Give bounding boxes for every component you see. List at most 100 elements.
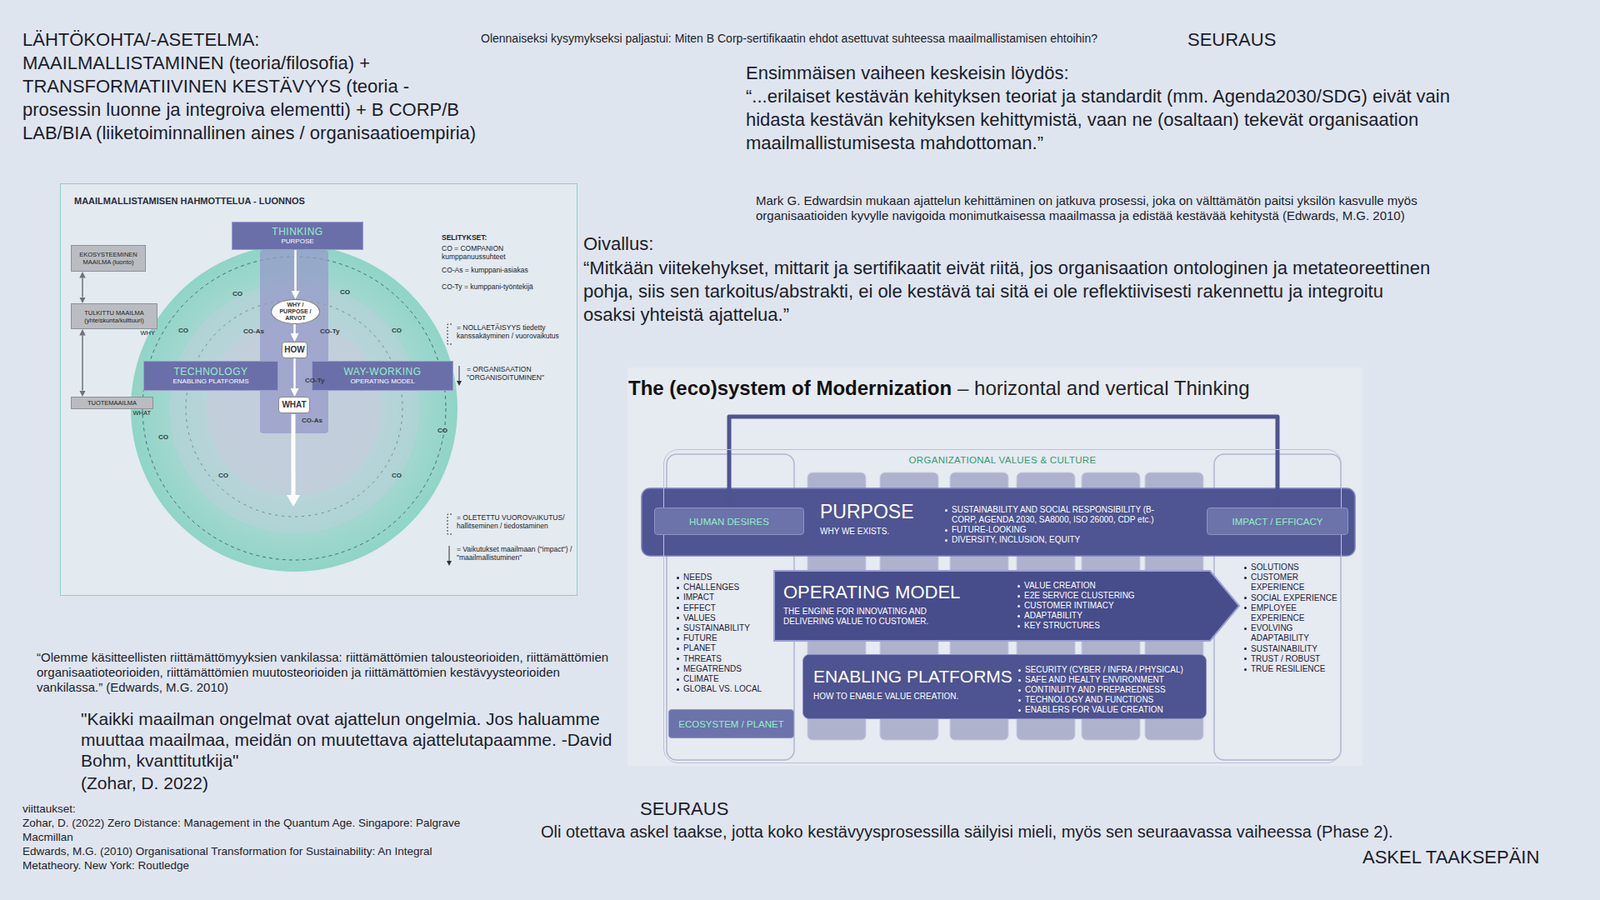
theme-title: TECHNOLOGY (173, 365, 248, 378)
bullet-list: NEEDSCHALLENGESIMPACTEFFECTVALUESSUSTAIN… (675, 572, 789, 695)
callout-code: CO (178, 326, 189, 335)
teal-label-box: ECOSYSTEM / PLANET (668, 709, 795, 739)
bullet-dot (676, 606, 680, 610)
arrow-sample-head (456, 380, 462, 386)
text-label: – horizontal and vertical Thinking (957, 376, 1250, 400)
legend-sample (445, 323, 454, 345)
callout-code: CO-Ty (305, 376, 325, 385)
bullet-text: VALUE CREATION (1024, 580, 1096, 590)
region-title: ORGANIZATIONAL VALUES & CULTURE (664, 455, 1341, 465)
text-label: “Olemme käsitteellisten riittämättömyyks… (36, 650, 620, 695)
bullet-text: MEGATRENDS (683, 664, 742, 674)
bullet-text: SUSTAINABILITY (1250, 644, 1318, 654)
bullet-text: VALUES (683, 613, 716, 623)
bullet-item: DIVERSITY, INCLUSION, EQUITY (944, 535, 1177, 545)
purpose-band: PURPOSEWHY WE EXISTS.SUSTAINABILITY AND … (641, 488, 1355, 556)
theme-subtitle: PURPOSE (280, 237, 314, 246)
bullet-item: SOCIAL EXPERIENCE (1243, 593, 1339, 604)
connector-arrow (81, 278, 84, 298)
bullet-item: KEY STRUCTURES (1016, 620, 1209, 631)
callout-code: CO-Ty (320, 327, 340, 336)
bullet-dot (1244, 647, 1247, 650)
bullet-text: FUTURE-LOOKING (951, 525, 1026, 535)
bullet-item: EFFECT (675, 603, 789, 614)
world-ring (169, 283, 420, 534)
bullet-dot (676, 627, 680, 630)
text-label: "Kaikki maailman ongelmat ovat ajattelun… (80, 708, 656, 771)
world-box: TULKITTU MAAILMA (yhteiskunta/kulttuuri)… (70, 303, 158, 330)
bullet-dot (1244, 576, 1247, 580)
bullet-item: EMPLOYEE EXPERIENCE (1243, 603, 1339, 624)
bullet-item: CUSTOMER EXPERIENCE (1243, 572, 1339, 593)
band-title: OPERATING MODEL (783, 581, 960, 603)
sketch-title: MAAILMALLISTAMISEN HAHMOTTELUA - LUONNOS (74, 195, 305, 206)
connector-arrow (81, 335, 84, 391)
bullet-item: FUTURE (675, 633, 789, 644)
sketch-ground (60, 183, 578, 596)
bullet-item: FUTURE-LOOKING (944, 525, 1177, 535)
bullet-item: THREATS (675, 654, 789, 665)
bullet-item: TRUST / ROBUST (1243, 654, 1339, 665)
purpose-band-fill (641, 488, 1355, 556)
bullet-item: VALUE CREATION (1016, 580, 1209, 591)
text-label: “Mitkään viitekehykset, mittarit ja sert… (583, 256, 1434, 327)
band-subtitle: HOW TO ENABLE VALUE CREATION. (813, 691, 980, 702)
impact-arrow (291, 414, 296, 497)
column-list: SOLUTIONSCUSTOMER EXPERIENCESOCIAL EXPER… (1215, 555, 1342, 761)
bullet-dot (676, 586, 680, 590)
level-box: HOW (281, 341, 308, 359)
bullet-dot (1018, 669, 1021, 672)
bullet-list: SOLUTIONSCUSTOMER EXPERIENCESOCIAL EXPER… (1243, 562, 1339, 675)
bullet-dot (676, 616, 680, 620)
bullet-dot (676, 647, 680, 650)
text-label: Edwards, M.G. (2010) Organisational Tran… (22, 845, 465, 873)
teal-label: IMPACT / EFFICACY (1232, 515, 1324, 528)
legend-sample (445, 513, 454, 535)
world-tag: WHAT (132, 409, 151, 417)
bullet-dot (1244, 627, 1247, 630)
bullet-text: GLOBAL VS. LOCAL (683, 684, 762, 694)
bullet-item: TECHNOLOGY AND FUNCTIONS (1017, 695, 1197, 705)
bullet-item: SUSTAINABILITY AND SOCIAL RESPONSIBILITY… (944, 505, 1177, 525)
text-label: The (eco)system of Modernization (628, 376, 952, 400)
bullet-item: SECURITY (CYBER / INFRA / PHYSICAL) (1017, 665, 1197, 675)
bullet-list: VALUE CREATIONE2E SERVICE CLUSTERINGCUST… (1016, 580, 1209, 631)
bullet-item: SUSTAINABILITY (675, 623, 789, 634)
arrow-sample-head (446, 560, 452, 566)
level-text: WHAT (281, 400, 306, 410)
text-label: CO-Ty = kumppani-työntekijä (441, 282, 567, 291)
arrow-shape (773, 570, 1240, 642)
bullet-dot (1244, 606, 1247, 610)
callout-code: CO (437, 426, 448, 435)
bullet-item: NEEDS (675, 572, 789, 583)
callout-code: CO (391, 326, 402, 335)
bullet-text: SUSTAINABILITY AND SOCIAL RESPONSIBILITY… (951, 505, 1155, 525)
text-label: SELITYKSET: (441, 233, 567, 242)
interaction-orbit (142, 256, 446, 560)
bullet-item: VALUES (675, 613, 789, 624)
world-text: TULKITTU MAAILMA (yhteiskunta/kulttuuri) (74, 309, 155, 325)
bullet-dot (1018, 679, 1021, 682)
text-label: Ensimmäisen vaiheen keskeisin löydös: (745, 62, 1070, 85)
bullet-list: SUSTAINABILITY AND SOCIAL RESPONSIBILITY… (944, 505, 1177, 545)
text-label: ASKEL TAAKSEPÄIN (1362, 846, 1540, 869)
bullet-dot (1017, 615, 1020, 618)
bullet-item: IMPACT (675, 592, 789, 603)
callout-code: CO (391, 471, 402, 480)
bullet-dot (1018, 699, 1021, 702)
bullet-text: CLIMATE (683, 674, 720, 684)
world-box: TUOTEMAAILMAWHAT (70, 396, 154, 410)
bullet-dot (1244, 596, 1247, 600)
platform-band: ENABLING PLATFORMSHOW TO ENABLE VALUE CR… (802, 654, 1207, 720)
bullet-text: CHALLENGES (683, 582, 740, 592)
teal-label-box: IMPACT / EFFICACY (1206, 507, 1349, 535)
level-box: WHAT (278, 396, 310, 414)
bullet-text: SUSTAINABILITY (683, 623, 750, 633)
world-circle (130, 245, 458, 572)
callout-code: CO (340, 288, 350, 297)
world-core (206, 320, 382, 496)
world-text: EKOSYSTEEMINEN MAAILMA (luonto) (74, 250, 143, 266)
bullet-text: CUSTOMER INTIMACY (1024, 600, 1115, 610)
bullet-text: NEEDS (683, 572, 712, 582)
legend-sample (445, 545, 454, 567)
